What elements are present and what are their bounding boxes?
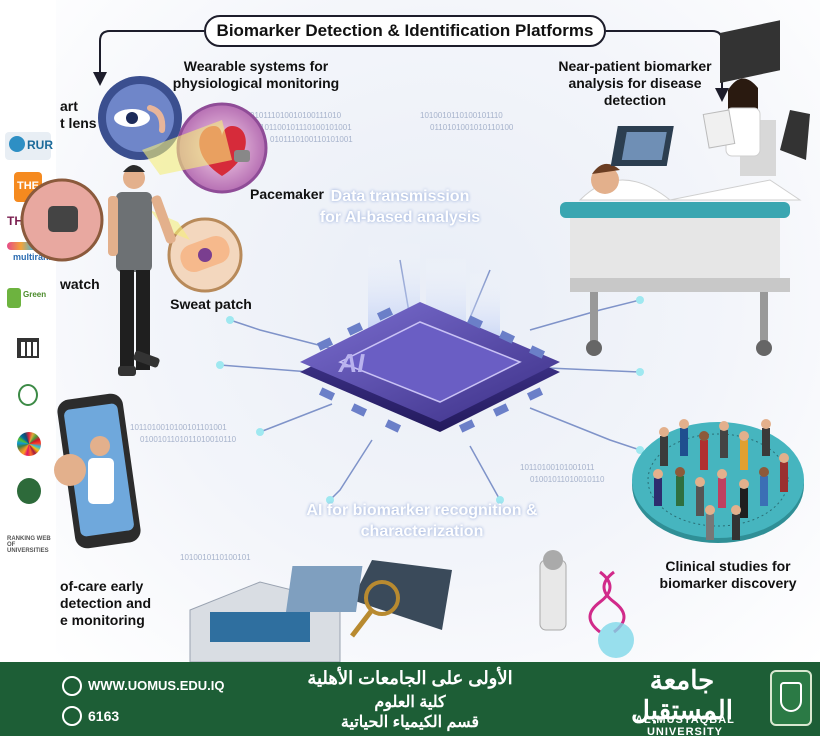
data-transmission-label: Data transmission for AI-based analysis: [319, 188, 481, 226]
lab-devices-illustration: [189, 550, 634, 662]
person-wearables: [108, 165, 176, 376]
svg-text:1011010010100101101001: 1011010010100101101001: [130, 423, 227, 432]
svg-text:01001011010010110: 01001011010010110: [530, 475, 605, 484]
university-footer: WWW.UOMUS.EDU.IQ 6163 الأولى على الجامعا…: [0, 662, 820, 736]
binary-stream: 010111010010100111010 101100101110100101…: [130, 111, 605, 562]
arabic-line-1: الأولى على الجامعات الأهلية: [307, 668, 513, 688]
watch-label: watch: [60, 276, 100, 292]
arabic-emblem-logo: [5, 382, 51, 410]
doctor-laptop-illustration: [610, 78, 810, 166]
smart-lens-label: art t lens: [60, 98, 97, 131]
svg-text:1010010110100101110: 1010010110100101110: [420, 111, 503, 120]
engineers-federation-logo: [5, 478, 51, 506]
web-icon: [62, 676, 82, 696]
svg-text:0100101101011010010110: 0100101101011010010110: [140, 435, 237, 444]
hospital-bed-illustration: [560, 20, 802, 356]
crowd: [653, 419, 789, 540]
svg-text:101100101110100101001: 101100101110100101001: [260, 123, 352, 132]
arabic-line-2: كلية العلوم: [374, 694, 446, 711]
svg-text:0110101001010110100: 0110101001010110100: [430, 123, 514, 132]
website-text[interactable]: WWW.UOMUS.EDU.IQ: [88, 678, 225, 693]
clinical-studies-illustration: [632, 419, 804, 543]
trace-nodes: [216, 296, 644, 504]
sweat-patch-label: Sweat patch: [170, 296, 252, 312]
chip-label: AI: [336, 348, 367, 378]
ai-chip: AI: [300, 302, 560, 433]
columns-icon: [5, 334, 51, 362]
sdg-logo: [5, 430, 51, 458]
greenmetric-logo: Green: [5, 284, 51, 312]
svg-text:010111010010100111010: 010111010010100111010: [250, 111, 342, 120]
ai-recognition-label: AI for biomarker recognition & character…: [306, 502, 538, 540]
smart-lens-illustration: [98, 76, 182, 160]
university-crest-icon: [770, 670, 812, 726]
phone-number[interactable]: 6163: [88, 708, 120, 724]
diagram-illustration: 010111010010100111010 101100101110100101…: [20, 20, 810, 662]
left-arrow: [99, 30, 204, 80]
clinical-studies-label: Clinical studies for biomarker discovery: [659, 558, 797, 591]
pacemaker-label: Pacemaker: [250, 186, 324, 202]
svg-text:10110100101001011: 10110100101001011: [520, 463, 595, 472]
phone-icon: [62, 706, 82, 726]
smartwatch-illustration: [20, 178, 104, 262]
svg-text:1010010110100101: 1010010110100101: [180, 553, 251, 562]
globe-icon: [9, 136, 25, 152]
phone-illustration: [54, 393, 141, 549]
point-of-care-label: of-care early detection and e monitoring: [60, 578, 152, 628]
arabic-line-3: قسم الكيمياء الحياتية: [340, 714, 480, 731]
wearable-label: Wearable systems for physiological monit…: [172, 58, 340, 91]
arabic-university-logo-text: جامعة المستقبل: [631, 666, 733, 726]
university-name: AL-MUSTAQBAL UNIVERSITY: [635, 714, 735, 736]
ranking-web-logo: RANKING WEB OF UNIVERSITIES: [5, 526, 51, 554]
svg-text:0101110100110101001: 0101110100110101001: [270, 135, 353, 144]
diagram-title: Biomarker Detection & Identification Pla…: [204, 15, 606, 47]
near-patient-label: Near-patient biomarker analysis for dise…: [558, 58, 712, 108]
rur-logo: RUR: [5, 132, 53, 160]
